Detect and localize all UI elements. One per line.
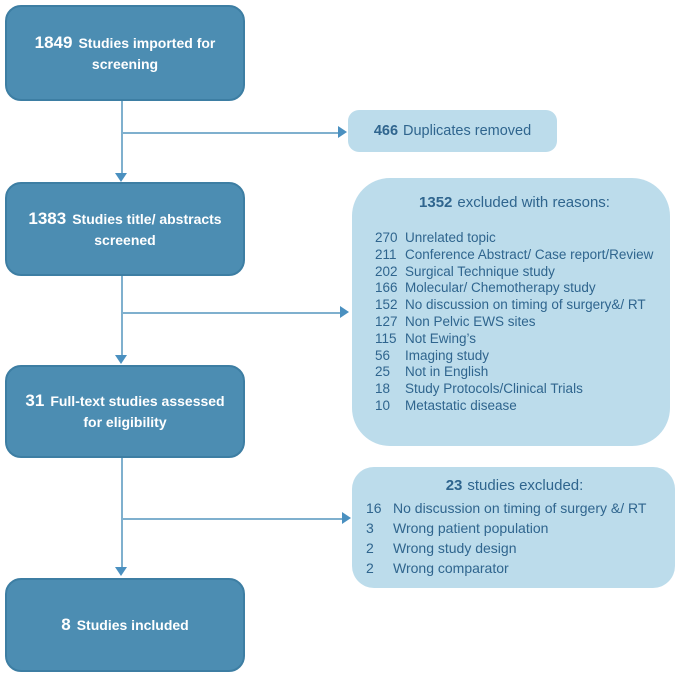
arrow-down-icon (115, 355, 127, 364)
box-studies-included-text: 8 Studies included (53, 614, 196, 636)
box-studies-included: 8 Studies included (5, 578, 245, 672)
arrow-right-icon (338, 126, 347, 138)
titles-screened-label: Studies title/ abstracts screened (72, 210, 222, 248)
titles-screened-count: 1383 (28, 208, 67, 228)
fulltext-assessed-count: 31 (25, 391, 45, 410)
duplicates-label: Duplicates removed (403, 123, 532, 139)
box-duplicates-removed: 466 Duplicates removed (348, 110, 557, 152)
excluded-reasons-title-text: excluded with reasons: (457, 194, 610, 211)
arrow-right-icon (342, 512, 351, 524)
connector-line-2 (121, 276, 123, 356)
studies-included-label: Studies included (76, 617, 189, 633)
box-fulltext-assessed: 31 Full-text studies assessed for eligibi… (5, 365, 245, 458)
fulltext-assessed-label: Full-text studies assessed for eligibili… (50, 393, 225, 430)
studies-excluded-title-text: studies excluded: (467, 477, 584, 494)
connector-line-reasons (122, 312, 340, 314)
connector-line-duplicates (122, 132, 338, 134)
arrow-down-icon (115, 567, 127, 576)
studies-excluded-count: 23 (445, 477, 463, 494)
connector-line-excluded (122, 518, 342, 520)
connector-line-3 (121, 458, 123, 568)
studies-imported-label: Studies imported for screening (78, 34, 216, 72)
connector-line-1 (121, 101, 123, 175)
arrow-down-icon (115, 173, 127, 182)
box-fulltext-assessed-text: 31 Full-text studies assessed for eligibi… (17, 390, 232, 433)
studies-imported-count: 1849 (34, 32, 73, 52)
arrow-right-icon (340, 306, 349, 318)
excluded-reasons-count: 1352 (419, 194, 453, 211)
duplicates-count: 466 (373, 123, 399, 139)
studies-included-count: 8 (61, 615, 71, 634)
